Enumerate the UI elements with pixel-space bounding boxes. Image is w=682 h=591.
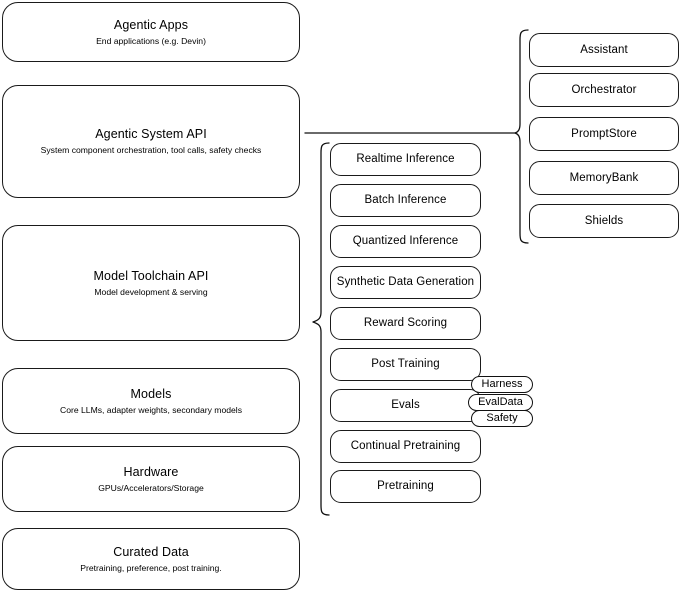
layer-title: Models — [130, 386, 172, 401]
evals-badge-label: Safety — [486, 412, 518, 424]
layer-agentic-system-api[interactable]: Agentic System API System component orch… — [2, 85, 300, 198]
component-title: Shields — [584, 214, 624, 227]
layer-title: Curated Data — [113, 544, 189, 559]
capability-post-training[interactable]: Post Training — [330, 348, 481, 381]
capability-pretraining[interactable]: Pretraining — [330, 470, 481, 503]
component-title: Assistant — [580, 43, 628, 56]
layer-title: Agentic System API — [95, 127, 207, 141]
capability-title: Quantized Inference — [352, 235, 459, 247]
evals-badge-harness[interactable]: Harness — [471, 376, 533, 393]
layer-curated-data[interactable]: Curated Data Pretraining, preference, po… — [2, 528, 300, 590]
component-assistant[interactable]: Assistant — [529, 33, 679, 67]
capability-title: Pretraining — [377, 480, 434, 492]
capability-realtime-inference[interactable]: Realtime Inference — [330, 143, 481, 176]
component-shields[interactable]: Shields — [529, 204, 679, 238]
layer-title: Agentic Apps — [113, 17, 189, 32]
capability-title: Batch Inference — [364, 194, 447, 206]
evals-badge-evaldata[interactable]: EvalData — [468, 394, 533, 411]
evals-badge-label: Harness — [481, 378, 523, 390]
component-promptstore[interactable]: PromptStore — [529, 117, 679, 151]
capability-evals[interactable]: Evals — [330, 389, 481, 422]
component-title: Orchestrator — [571, 83, 637, 96]
capability-synthetic-data-generation[interactable]: Synthetic Data Generation — [330, 266, 481, 299]
capability-title: Post Training — [371, 358, 440, 370]
capability-title: Evals — [391, 399, 420, 411]
layer-title: Hardware — [123, 464, 179, 479]
evals-badge-label: EvalData — [478, 396, 523, 408]
layer-agentic-apps[interactable]: Agentic Apps End applications (e.g. Devi… — [2, 2, 300, 62]
layer-subtitle: System component orchestration, tool cal… — [40, 145, 262, 155]
component-orchestrator[interactable]: Orchestrator — [529, 73, 679, 107]
capability-title: Synthetic Data Generation — [336, 276, 475, 288]
capability-batch-inference[interactable]: Batch Inference — [330, 184, 481, 217]
component-title: PromptStore — [571, 127, 637, 140]
capability-title: Reward Scoring — [363, 317, 448, 329]
capability-title: Realtime Inference — [356, 153, 455, 165]
brace-toolchain-capabilities — [312, 142, 330, 516]
layer-title: Model Toolchain API — [93, 268, 209, 283]
layer-subtitle: End applications (e.g. Devin) — [96, 35, 206, 46]
layer-models[interactable]: Models Core LLMs, adapter weights, secon… — [2, 368, 300, 434]
layer-model-toolchain-api[interactable]: Model Toolchain API Model development & … — [2, 225, 300, 341]
component-memorybank[interactable]: MemoryBank — [529, 161, 679, 195]
layer-subtitle: Pretraining, preference, post training. — [80, 562, 222, 573]
layer-subtitle: GPUs/Accelerators/Storage — [98, 482, 204, 493]
capability-title: Continual Pretraining — [350, 440, 461, 452]
evals-badge-safety[interactable]: Safety — [471, 410, 533, 427]
capability-continual-pretraining[interactable]: Continual Pretraining — [330, 430, 481, 463]
layer-hardware[interactable]: Hardware GPUs/Accelerators/Storage — [2, 446, 300, 512]
brace-system-components — [514, 29, 529, 244]
layer-subtitle: Model development & serving — [94, 286, 208, 297]
component-title: MemoryBank — [569, 171, 639, 184]
capability-reward-scoring[interactable]: Reward Scoring — [330, 307, 481, 340]
layer-subtitle: Core LLMs, adapter weights, secondary mo… — [60, 404, 242, 415]
capability-quantized-inference[interactable]: Quantized Inference — [330, 225, 481, 258]
